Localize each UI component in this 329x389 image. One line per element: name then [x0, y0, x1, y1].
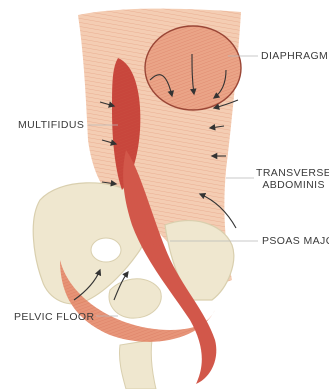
label-transverse-line1: TRANSVERSE — [256, 167, 329, 179]
label-psoas-major: PSOAS MAJOR — [262, 235, 329, 247]
label-transverse-abdominis: TRANSVERSE ABDOMINIS — [256, 167, 329, 191]
label-diaphragm-text: DIAPHRAGM — [261, 50, 328, 62]
label-diaphragm: DIAPHRAGM — [261, 50, 328, 62]
diaphragm-muscle — [145, 26, 241, 110]
label-transverse-line2: ABDOMINIS — [256, 179, 329, 191]
label-multifidus: MULTIFIDUS — [18, 119, 84, 131]
label-pelvic-text: PELVIC FLOOR — [14, 311, 94, 323]
label-multifidus-text: MULTIFIDUS — [18, 119, 84, 131]
label-psoas-text: PSOAS MAJOR — [262, 235, 329, 247]
label-pelvic-floor: PELVIC FLOOR — [14, 311, 94, 323]
